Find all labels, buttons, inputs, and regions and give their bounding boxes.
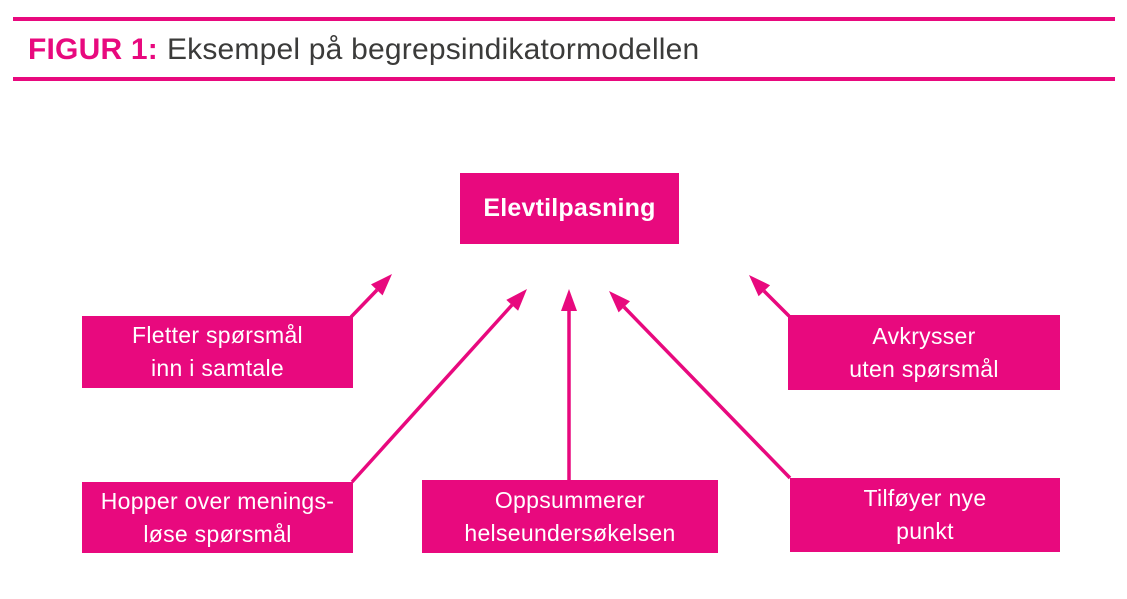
indicator-box-avkrysser: Avkrysser uten spørsmål (788, 315, 1060, 390)
indicator-box-oppsummerer: Oppsummerer helseundersøkelsen (422, 480, 718, 553)
concept-box-elevtilpasning: Elevtilpasning (460, 173, 679, 244)
arrow-hopper-to-concept (350, 289, 527, 484)
header-top-rule (13, 17, 1115, 21)
figure-title-row: FIGUR 1:Eksempel på begrepsindikatormode… (28, 31, 1107, 69)
indicator-box-tilfoyer: Tilføyer nye punkt (790, 478, 1060, 552)
figure-number-label: FIGUR 1: (28, 33, 158, 66)
indicator-box-fletter: Fletter spørsmål inn i samtale (82, 316, 353, 388)
figure-title: Eksempel på begrepsindikatormodellen (166, 33, 700, 66)
header-bottom-rule (13, 77, 1115, 81)
indicator-box-hopper: Hopper over menings- løse spørsmål (82, 482, 353, 553)
arrow-oppsummerer-to-concept (561, 289, 577, 480)
arrow-avkrysser-to-concept (749, 275, 791, 318)
arrow-tilfoyer-to-concept (609, 291, 792, 480)
arrow-fletter-to-concept (349, 274, 392, 319)
